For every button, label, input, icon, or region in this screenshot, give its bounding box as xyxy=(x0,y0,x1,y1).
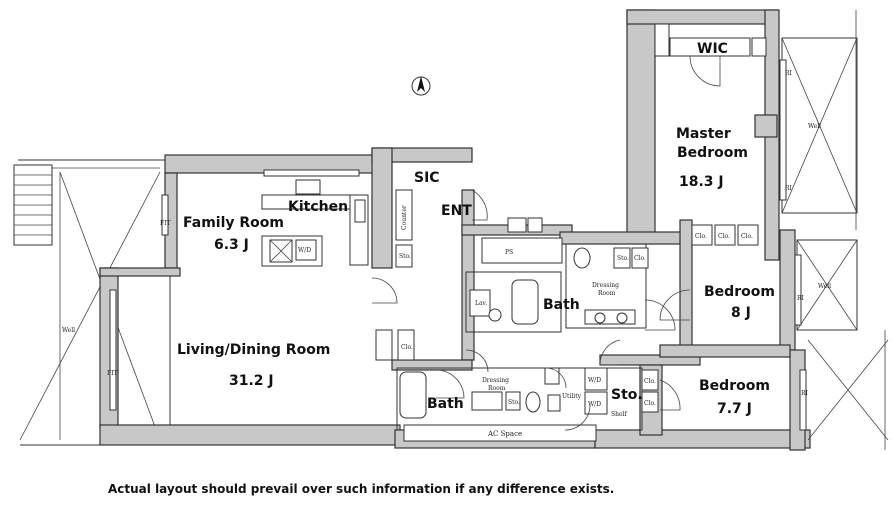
right-balcony-top xyxy=(781,10,858,230)
master-fixtures xyxy=(654,23,767,87)
room-sto: Sto. xyxy=(611,387,643,403)
room-bath1: Bath xyxy=(543,297,580,313)
clo-label-lower: Clo. xyxy=(401,344,413,351)
clo-label-bedroom3a: Clo. xyxy=(644,378,656,385)
room-sic: SIC xyxy=(414,170,440,186)
left-balcony xyxy=(13,159,171,446)
room-wic: WIC xyxy=(697,41,728,57)
counter-label: Counter xyxy=(401,205,408,230)
ps-label: PS xyxy=(505,249,513,256)
ri-label-4: RI xyxy=(801,390,809,397)
dressing-room-label-1a: Dressing xyxy=(592,282,619,289)
wd-label-2: W/D xyxy=(588,401,601,408)
ri-label-3: RI xyxy=(797,295,805,302)
wd-label-kitchen: W/D xyxy=(298,247,311,254)
room-bedroom3-size: 7.7 J xyxy=(717,401,752,417)
room-master-size: 18.3 J xyxy=(679,174,724,190)
central-bath xyxy=(465,243,676,333)
room-living-size: 31.2 J xyxy=(229,373,274,389)
room-bedroom2-size: 8 J xyxy=(731,305,751,321)
clo-label-bedroom3b: Clo. xyxy=(644,400,656,407)
windows xyxy=(109,59,807,431)
shelf-label: Shelf xyxy=(611,411,627,418)
sto-label-dressing: Sto. xyxy=(617,255,629,262)
room-family: Family Room xyxy=(183,215,284,231)
bedroom2-closets xyxy=(659,224,759,321)
clo-label-b2c: Clo. xyxy=(741,233,753,240)
lav-label: Lav. xyxy=(475,300,487,307)
room-master-line1: Master xyxy=(676,126,731,142)
room-bath2: Bath xyxy=(427,396,464,412)
clo-label-b2b: Clo. xyxy=(718,233,730,240)
room-kitchen: Kitchen xyxy=(288,199,348,215)
right-balcony-bottom xyxy=(807,330,889,450)
fit-label-2: FIT xyxy=(107,370,118,377)
clo-label-b2a: Clo. xyxy=(695,233,707,240)
lower-bath xyxy=(396,329,681,442)
dressing-room-label-2b: Room xyxy=(488,385,506,392)
ac-space-label: AC Space xyxy=(487,430,522,438)
entrance-area xyxy=(371,189,563,304)
living-misc xyxy=(375,329,567,389)
well-label-mid-right: Well xyxy=(818,283,831,290)
utility-label: Utility xyxy=(562,393,582,400)
disclaimer-text: Actual layout should prevail over such i… xyxy=(108,482,615,496)
room-living: Living/Dining Room xyxy=(177,342,330,358)
kitchen-fixtures xyxy=(261,179,369,267)
clo-label-dressing: Clo. xyxy=(634,255,646,262)
room-family-size: 6.3 J xyxy=(214,237,249,253)
room-bedroom2: Bedroom xyxy=(704,284,775,300)
well-label-top-right: Well xyxy=(808,123,821,130)
ri-label-1: RI xyxy=(785,70,793,77)
dressing-room-label-1b: Room xyxy=(598,290,616,297)
sto-label-entrance: Sto. xyxy=(399,253,411,260)
fit-label-1: FIT xyxy=(160,220,171,227)
room-master-line2: Bedroom xyxy=(677,145,748,161)
north-compass-icon xyxy=(411,76,431,96)
room-ent: ENT xyxy=(441,203,472,219)
dressing-room-label-2a: Dressing xyxy=(482,377,509,384)
sto-label-lower: Sto. xyxy=(508,399,520,406)
ri-label-2: RI xyxy=(785,185,793,192)
room-bedroom3: Bedroom xyxy=(699,378,770,394)
wd-label-1: W/D xyxy=(588,377,601,384)
well-label-left: Well xyxy=(62,327,75,334)
